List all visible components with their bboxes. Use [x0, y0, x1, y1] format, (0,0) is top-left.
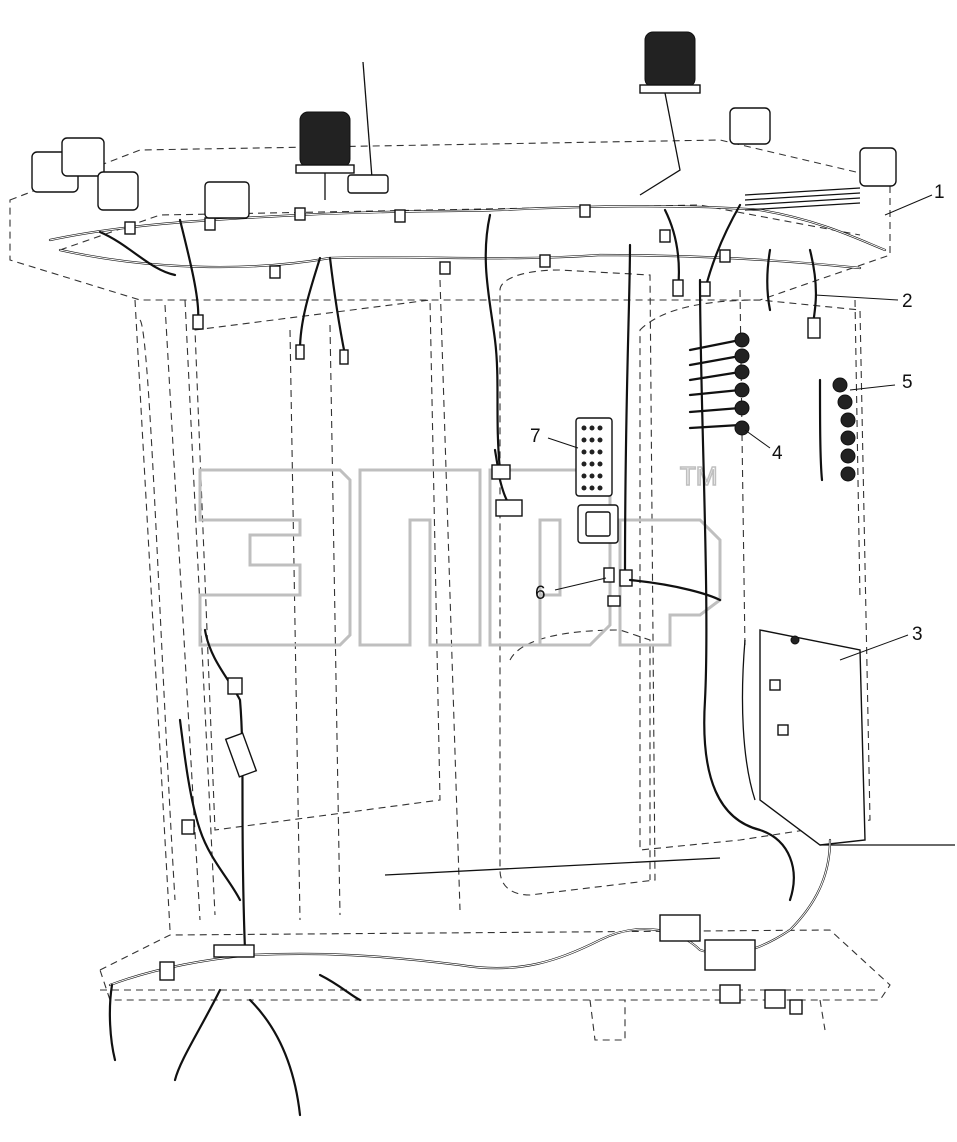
watermark-trademark: TM	[680, 461, 718, 491]
side-harnesses	[178, 278, 795, 952]
callout-3: 3	[912, 624, 923, 645]
callout-2: 2	[902, 291, 913, 312]
floor-harness	[108, 838, 832, 1117]
control-panel	[741, 629, 955, 846]
callout-1: 1	[934, 182, 945, 203]
callout-7: 7	[530, 426, 541, 447]
beacon-left	[295, 111, 355, 200]
switch-group-4	[688, 332, 750, 436]
callout-leaders	[547, 194, 933, 661]
callout-4: 4	[772, 443, 783, 464]
relay-block	[603, 567, 722, 607]
cab-outline	[9, 139, 891, 1041]
harness-clips	[124, 204, 731, 279]
callout-6: 6	[535, 583, 546, 604]
beacon-right	[639, 31, 701, 196]
watermark-logo: TM	[198, 460, 722, 647]
fuse-box	[575, 417, 619, 544]
callout-5: 5	[902, 372, 913, 393]
roof-harness	[48, 187, 887, 572]
work-lamps	[31, 107, 897, 219]
antenna	[347, 61, 389, 194]
switch-group-5	[818, 377, 856, 482]
